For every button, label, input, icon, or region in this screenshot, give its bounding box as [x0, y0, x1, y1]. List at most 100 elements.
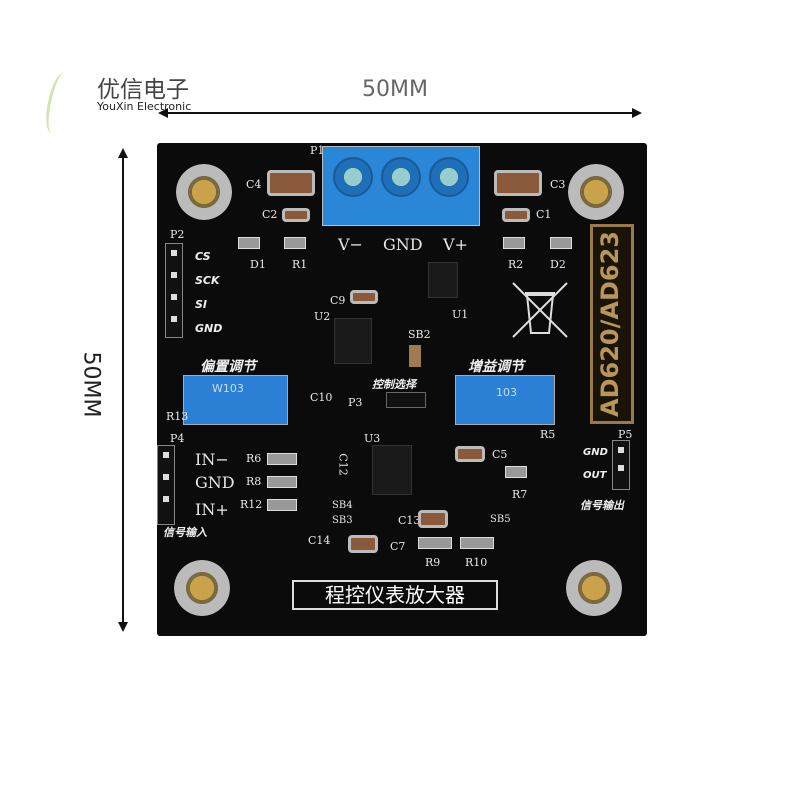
mounting-screw-icon: [176, 164, 232, 220]
designator: SB3: [332, 515, 353, 526]
designator: U1: [452, 308, 469, 321]
designator: P5: [618, 428, 633, 441]
gain-potentiometer[interactable]: 103: [455, 375, 555, 425]
designator: C14: [308, 534, 331, 547]
led: [550, 237, 572, 249]
designator: SB4: [332, 500, 353, 511]
capacitor: [282, 208, 310, 222]
pin-label: GND: [195, 322, 223, 335]
designator: R10: [465, 556, 488, 569]
designator: C13: [398, 514, 421, 527]
designator: P3: [348, 396, 363, 409]
pot-marking: 103: [496, 386, 517, 399]
terminal-screw-icon: [381, 157, 421, 197]
designator: R1: [292, 258, 308, 271]
section-label: 信号输出: [580, 499, 624, 512]
designator: P4: [170, 432, 185, 445]
designator: C12: [336, 453, 350, 476]
capacitor: [350, 290, 378, 304]
width-dimension-label: 50MM: [362, 77, 428, 102]
section-label: 偏置调节: [200, 359, 256, 375]
output-header-p5[interactable]: [612, 440, 630, 490]
capacitor: [494, 170, 542, 196]
terminal-screw-icon: [333, 157, 373, 197]
designator: R6: [246, 452, 262, 465]
regulator-u1: [428, 262, 458, 298]
resistor: [460, 537, 494, 549]
solder-bridge: [409, 345, 421, 367]
height-dimension-arrow: [118, 148, 128, 632]
offset-potentiometer[interactable]: W103: [183, 375, 288, 425]
designator: R13: [166, 410, 189, 423]
section-label: 控制选择: [372, 378, 416, 391]
height-dimension-label: 50MM: [78, 351, 104, 418]
designator: D2: [550, 258, 566, 271]
designator: D1: [250, 258, 266, 271]
designator: C7: [390, 540, 406, 553]
pin-label: OUT: [583, 470, 607, 481]
designator: SB2: [408, 328, 431, 341]
pot-marking: W103: [212, 382, 244, 395]
designator: C5: [492, 448, 508, 461]
designator: R5: [540, 428, 556, 441]
chip-u3: [372, 445, 412, 495]
led: [238, 237, 260, 249]
designator: P1: [310, 144, 325, 157]
model-label: AD620/AD623: [596, 231, 624, 417]
resistor: [267, 476, 297, 488]
pin-label: GND: [195, 473, 235, 492]
designator: R2: [508, 258, 524, 271]
power-label: V+: [443, 235, 468, 254]
pin-label: GND: [583, 447, 608, 458]
capacitor: [502, 208, 530, 222]
jumper-p3[interactable]: [386, 392, 426, 408]
weee-recycle-icon: [512, 282, 568, 338]
brand-name-cn: 优信电子: [97, 77, 189, 103]
input-header-p4[interactable]: [157, 445, 175, 525]
designator: P2: [170, 228, 185, 241]
capacitor: [418, 510, 448, 528]
section-label: 增益调节: [468, 359, 524, 375]
power-label: V−: [338, 235, 363, 254]
resistor: [284, 237, 306, 249]
section-label: 信号输入: [163, 526, 207, 539]
resistor: [418, 537, 452, 549]
pin-label: SCK: [195, 274, 220, 287]
pin-label: SI: [195, 298, 208, 311]
capacitor: [348, 535, 378, 553]
designator: C9: [330, 294, 346, 307]
resistor: [267, 499, 297, 511]
mounting-screw-icon: [568, 164, 624, 220]
designator: SB5: [490, 514, 511, 525]
model-box: [590, 224, 634, 424]
logo-leaf-icon: [41, 70, 75, 136]
power-terminal-block: [322, 146, 480, 226]
width-dimension-arrow: [158, 108, 642, 118]
capacitor: [267, 170, 315, 196]
designator: R12: [240, 498, 263, 511]
pin-label: CS: [195, 250, 211, 263]
board-title: 程控仪表放大器: [292, 580, 498, 610]
terminal-screw-icon: [429, 157, 469, 197]
chip-u2: [334, 318, 372, 364]
mounting-screw-icon: [566, 560, 622, 616]
capacitor: [455, 446, 485, 462]
resistor: [505, 466, 527, 478]
header-p2: [165, 243, 183, 338]
resistor: [503, 237, 525, 249]
designator: R8: [246, 475, 262, 488]
resistor: [267, 453, 297, 465]
designator: U2: [314, 310, 331, 323]
power-label: GND: [383, 235, 423, 254]
designator: C1: [536, 208, 552, 221]
designator: C10: [310, 391, 333, 404]
designator: U3: [364, 432, 381, 445]
designator: R7: [512, 488, 528, 501]
pin-label: IN−: [195, 450, 229, 469]
pin-label: IN+: [195, 500, 229, 519]
designator: C2: [262, 208, 278, 221]
designator: C3: [550, 178, 566, 191]
mounting-screw-icon: [174, 560, 230, 616]
designator: R9: [425, 556, 441, 569]
designator: C4: [246, 178, 262, 191]
